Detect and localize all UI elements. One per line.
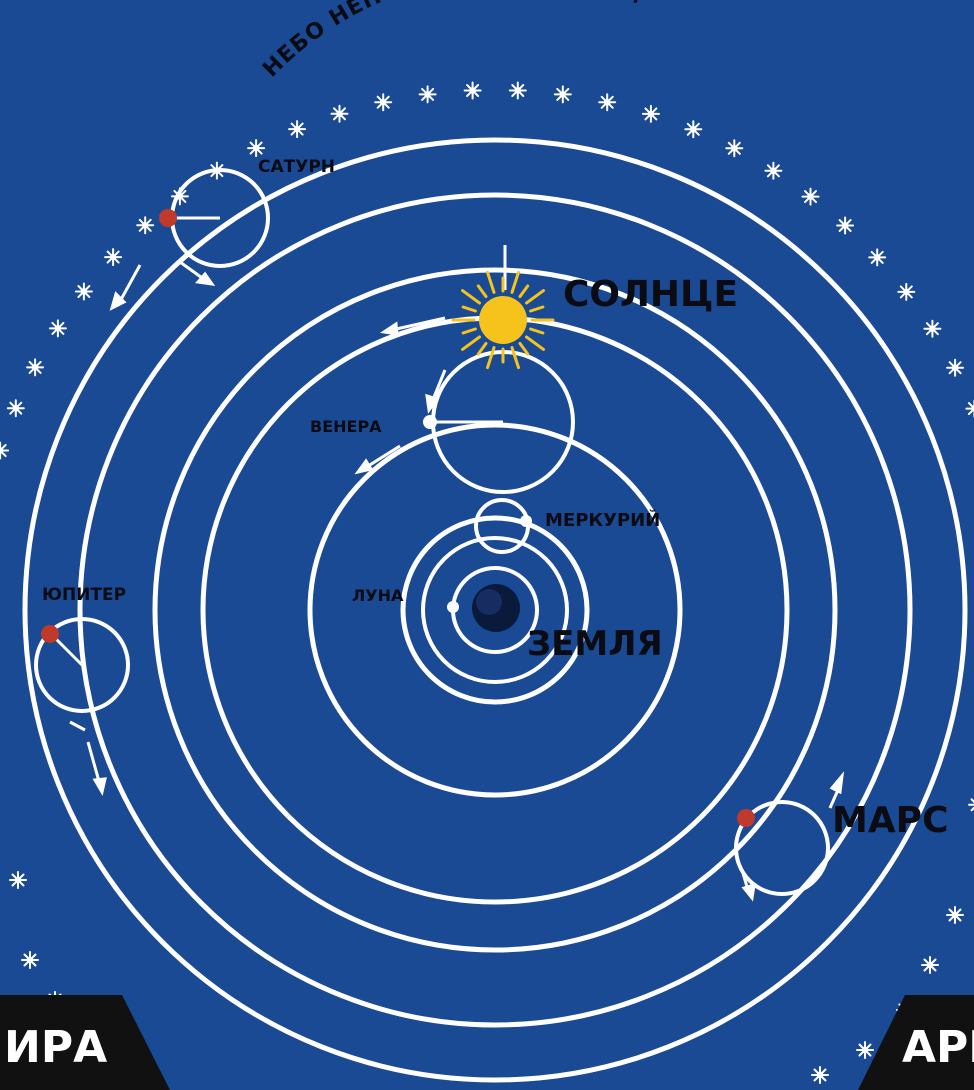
saturn-marker xyxy=(159,209,177,227)
label-mercury: МЕРКУРИЙ xyxy=(545,509,660,531)
jupiter-radius xyxy=(50,633,84,667)
star-icon xyxy=(330,104,349,123)
star-icon xyxy=(897,282,916,301)
sun-ray xyxy=(510,270,520,294)
star-icon xyxy=(374,93,393,112)
sun-ray xyxy=(529,305,545,313)
orbit-mercury xyxy=(400,515,590,705)
sun-ray xyxy=(518,284,530,298)
star-icon xyxy=(508,81,527,100)
label-earth: ЗЕМЛЯ xyxy=(527,624,663,664)
mercury-marker xyxy=(520,515,532,527)
star-icon xyxy=(104,248,123,267)
banner-left: ИРА xyxy=(0,995,170,1090)
venus-marker xyxy=(423,415,437,429)
star-icon xyxy=(921,956,939,974)
label-moon: ЛУНА xyxy=(352,586,404,605)
sun-ray xyxy=(486,346,496,370)
sun-ray xyxy=(461,327,477,335)
star-icon xyxy=(725,139,744,158)
star-icon xyxy=(136,216,155,235)
star-icon xyxy=(9,871,27,889)
orbits xyxy=(22,137,968,1083)
star-icon xyxy=(288,120,307,139)
label-mars: МАРС xyxy=(832,800,949,841)
sun-ray xyxy=(486,270,496,294)
star-icon xyxy=(48,319,67,338)
sun-ray xyxy=(461,335,481,351)
epicycle-jupiter xyxy=(34,617,130,713)
orbit-arrow-icon xyxy=(69,260,845,902)
epicycle-mars xyxy=(734,800,830,896)
star-icon xyxy=(463,81,482,100)
orbit-venus xyxy=(307,422,683,798)
star-icon xyxy=(641,104,660,123)
orbit-saturn xyxy=(22,137,968,1083)
star-icon xyxy=(868,248,887,267)
orbit-moon xyxy=(421,536,569,684)
sun-ray xyxy=(525,289,545,305)
star-icon xyxy=(553,85,572,104)
orbit-mars xyxy=(152,267,838,953)
sun-ray xyxy=(518,342,530,356)
banner-right: АРИ xyxy=(858,995,974,1090)
banner-right-text: АРИ xyxy=(902,1022,974,1073)
star-icon xyxy=(836,216,855,235)
star-icon xyxy=(598,93,617,112)
star-icon xyxy=(946,358,965,377)
star-icon xyxy=(923,319,942,338)
star-icon xyxy=(764,161,783,180)
star-icon xyxy=(6,399,25,418)
star-icon xyxy=(801,187,820,206)
sun-ray xyxy=(510,346,520,370)
banner-left-text: ИРА xyxy=(4,1022,107,1073)
mars-marker xyxy=(737,809,755,827)
star-icon xyxy=(21,951,39,969)
sun-ray xyxy=(461,305,477,313)
label-saturn: САТУРН xyxy=(258,157,335,177)
sun-ray xyxy=(476,284,488,298)
jupiter-marker xyxy=(41,625,59,643)
sun-ray xyxy=(461,289,481,305)
star-icon xyxy=(247,139,266,158)
star-icon xyxy=(26,358,45,377)
star-icon xyxy=(811,1066,829,1084)
sun-ray xyxy=(476,342,488,356)
sun-ray xyxy=(529,327,545,335)
label-venus: ВЕНЕРА xyxy=(310,417,382,436)
star-icon xyxy=(856,1041,874,1059)
star-icon xyxy=(74,282,93,301)
moon-marker xyxy=(447,601,459,613)
label-sun: СОЛНЦЕ xyxy=(563,274,738,315)
star-icon xyxy=(418,85,437,104)
star-icon xyxy=(946,906,964,924)
sun-icon xyxy=(451,270,555,370)
star-icon xyxy=(684,120,703,139)
sun-ray xyxy=(525,335,545,351)
orbit-jupiter xyxy=(77,192,913,1028)
label-jupiter: ЮПИТЕР xyxy=(42,585,126,605)
earth-icon xyxy=(472,584,520,632)
